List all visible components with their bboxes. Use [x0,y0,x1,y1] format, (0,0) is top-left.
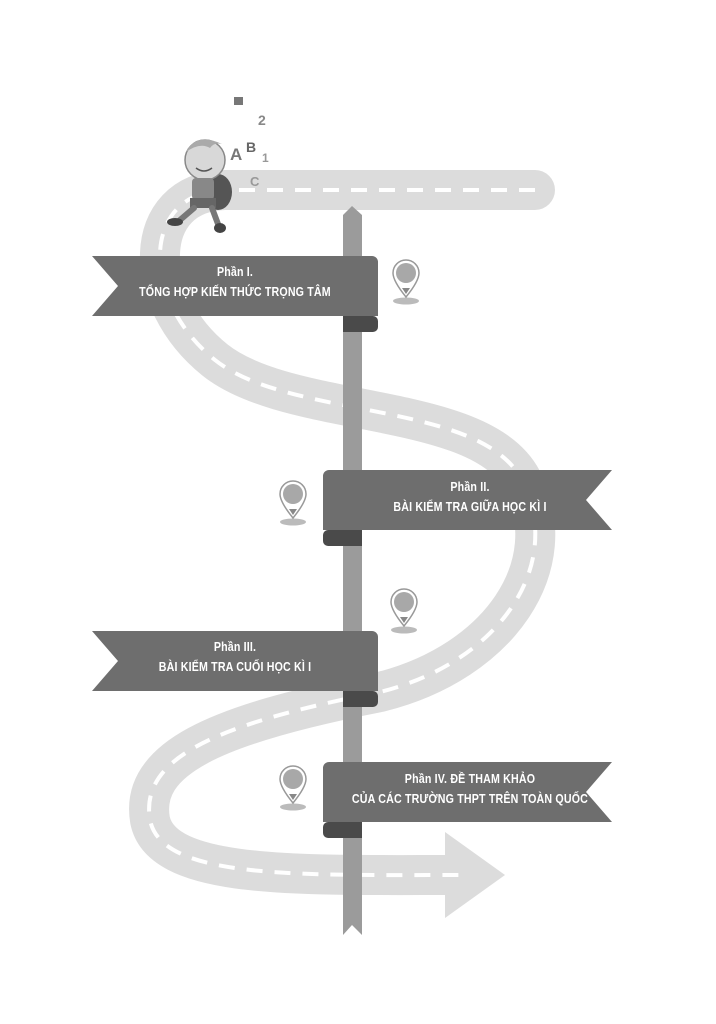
section-2-subtitle: BÀI KIỂM TRA GIỮA HỌC KÌ I [393,499,547,514]
map-pin-icon [390,588,418,634]
section-3-title: Phần III. [213,639,257,654]
section-1-subtitle: TỔNG HỢP KIẾN THỨC TRỌNG TÂM [139,284,331,299]
section-3-label[interactable]: Phần III. BÀI KIỂM TRA CUỐI HỌC KÌ I [120,637,350,677]
section-3-subtitle: BÀI KIỂM TRA CUỐI HỌC KÌ I [158,659,312,674]
mascot-letter: A [230,145,242,164]
section-2-title: Phần II. [450,479,490,494]
map-pin-icon [279,765,307,811]
section-1-label[interactable]: Phần I. TỔNG HỢP KIẾN THỨC TRỌNG TÂM [120,262,350,302]
section-4-title: Phần IV. ĐỀ THAM KHẢO [404,771,536,786]
mascot-letter: 2 [258,112,266,128]
section-1-title: Phần I. [216,264,254,279]
signpost-pole [343,206,362,935]
mascot-letter: B [246,139,256,155]
section-4-label[interactable]: Phần IV. ĐỀ THAM KHẢO CỦA CÁC TRƯỜNG THP… [347,769,593,809]
section-4-subtitle: CỦA CÁC TRƯỜNG THPT TRÊN TOÀN QUỐC [351,791,589,806]
mascot-letter: 1 [262,151,269,165]
banner-4-shape [323,762,612,838]
road [129,170,556,918]
map-pin-icon [392,259,420,305]
section-2-label[interactable]: Phần II. BÀI KIỂM TRA GIỮA HỌC KÌ I [359,477,580,517]
map-pin-icon [279,480,307,526]
mascot-letter: C [250,174,260,189]
banner-2-shape [323,470,612,546]
mascot-kid-icon: 2 A B 1 C [167,97,269,233]
banner-1-shape [92,256,378,332]
banner-3-shape [92,631,378,707]
